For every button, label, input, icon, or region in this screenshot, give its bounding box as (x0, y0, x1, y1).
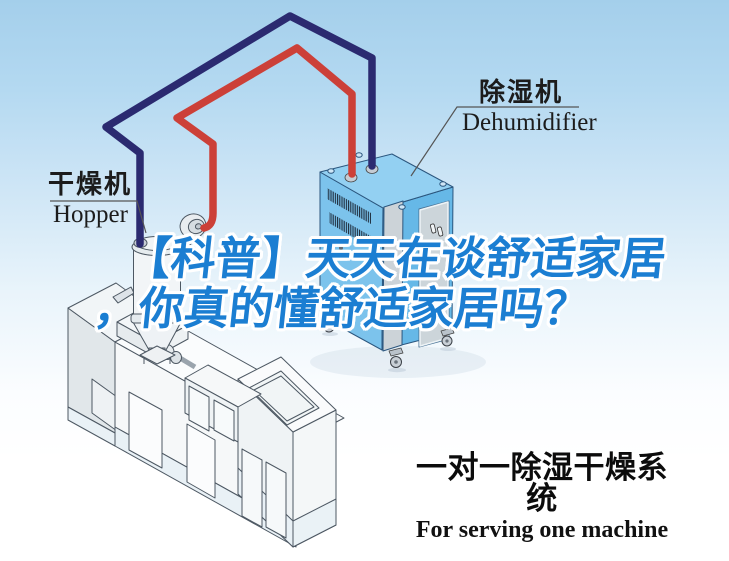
hopper-leader-line (50, 200, 147, 234)
dehumidifier-label-zh: 除湿机 (479, 77, 564, 107)
caster (440, 327, 456, 351)
vent-grille (327, 188, 371, 224)
dehumidifier-corner-trim (382, 200, 404, 352)
blue-hose (102, 12, 376, 248)
hopper-label-en: Hopper (53, 201, 128, 228)
dehumidifier-label-en: Dehumidifier (462, 109, 597, 136)
dehumidifier-unit (310, 152, 486, 378)
headline-line1: 【科普】天天在谈舒适家居 (123, 233, 669, 284)
machine-door-panel (241, 448, 263, 528)
machine-lid-inset (248, 370, 320, 426)
hopper-unit (112, 213, 207, 365)
door-handle (437, 226, 444, 237)
vent-grille (329, 212, 374, 249)
system-caption-en: For serving one machine (415, 517, 669, 543)
eyelet (327, 168, 335, 174)
guard-window (213, 399, 235, 442)
red-hose (173, 44, 356, 232)
eyelet (439, 181, 447, 187)
door-handle (430, 223, 437, 234)
guard-window (188, 385, 210, 432)
hopper-label-zh: 干燥机 (48, 169, 133, 199)
system-caption: 一对一除湿干燥系统 For serving one machine (402, 452, 682, 542)
caster (322, 313, 338, 336)
system-caption-zh: 一对一除湿干燥系统 (416, 450, 668, 516)
caster (388, 347, 406, 373)
extruder-machine (67, 282, 345, 548)
machine-door-panel (265, 461, 287, 539)
hopper-label: 干燥机 Hopper (48, 171, 132, 227)
hopper-body (133, 246, 181, 318)
eyelet (355, 152, 363, 158)
headline-line2: ，你真的懂舒适家居吗？ (91, 283, 592, 334)
eyelet (398, 204, 406, 210)
hopper-band (130, 313, 184, 324)
hopper-flange (139, 345, 176, 365)
dehumidifier-label: 除湿机 Dehumidifier (462, 77, 597, 135)
dehumidifier-leader-line (410, 106, 579, 177)
machine-door-panel (186, 423, 216, 499)
machine-door-panel (128, 391, 163, 469)
blower-elbow (175, 237, 192, 253)
